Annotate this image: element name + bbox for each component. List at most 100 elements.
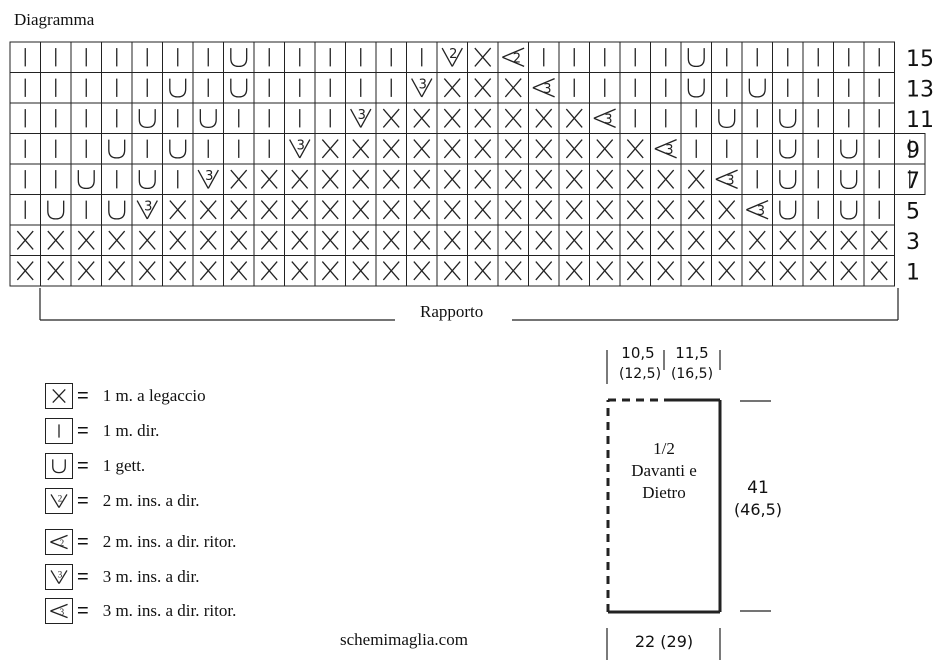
stitch-cell-I [345, 41, 377, 73]
legend-symbol-icon: 2 [45, 488, 73, 514]
stitch-cell-X [345, 133, 377, 165]
stitch-cell-X [375, 133, 407, 165]
stitch-cell-X [497, 224, 529, 256]
stitch-cell-I [9, 102, 41, 134]
stitch-cell-X [284, 163, 316, 195]
stitch-cell-X [436, 194, 468, 226]
stitch-cell-X [314, 255, 346, 287]
stitch-cell-X [436, 102, 468, 134]
stitch-cell-I [40, 72, 72, 104]
top-right-measure-alt: (16,5) [670, 366, 714, 382]
stitch-cell-X [680, 224, 712, 256]
piece-label-line1: 1/2 [653, 439, 675, 458]
legend-text: 3 m. ins. a dir. [102, 567, 200, 586]
stitch-cell-I [650, 72, 682, 104]
stitch-cell-I [711, 133, 743, 165]
legend-item: 3=3 m. ins. a dir. ritor. [45, 596, 236, 626]
stitch-cell-X [772, 224, 804, 256]
stitch-cell-X [406, 102, 438, 134]
stitch-cell-I [9, 194, 41, 226]
stitch-cell-X [528, 194, 560, 226]
stitch-cell-X [375, 102, 407, 134]
stitch-cell-I [589, 72, 621, 104]
stitch-cell-I [9, 41, 41, 73]
stitch-cell-I [619, 41, 651, 73]
stitch-cell-X [619, 133, 651, 165]
stitch-cell-X [375, 194, 407, 226]
stitch-cell-I [284, 72, 316, 104]
stitch-cell-U [101, 194, 133, 226]
legend-text: 2 m. ins. a dir. [102, 491, 200, 510]
stitch-cell-X [40, 255, 72, 287]
stitch-cell-X [711, 194, 743, 226]
stitch-cell-X [619, 255, 651, 287]
row-number: 5 [906, 199, 920, 224]
diagram-title: Diagramma [14, 10, 95, 29]
svg-text:3: 3 [58, 569, 63, 579]
stitch-cell-X [619, 194, 651, 226]
svg-text:3: 3 [604, 113, 612, 128]
stitch-cell-I [101, 163, 133, 195]
stitch-cell-X [162, 224, 194, 256]
stitch-cell-M: 3 [528, 72, 560, 104]
row-number: 11 [906, 108, 934, 133]
stitch-cell-X [253, 255, 285, 287]
stitch-cell-X [497, 194, 529, 226]
stitch-cell-X [223, 224, 255, 256]
garment-schematic [606, 350, 771, 660]
row-number: 3 [906, 230, 920, 255]
stitch-cell-X [253, 194, 285, 226]
stitch-cell-I [253, 72, 285, 104]
stitch-cell-I [833, 41, 865, 73]
stitch-cell-X [284, 224, 316, 256]
stitch-cell-I [70, 102, 102, 134]
stitch-cell-X [558, 194, 590, 226]
stitch-cell-X [680, 194, 712, 226]
stitch-cell-I [284, 102, 316, 134]
piece-label: 1/2 Davanti e Dietro [612, 438, 716, 504]
legend-symbol-icon [45, 453, 73, 479]
legend-equals: = [77, 599, 89, 622]
stitch-cell-X [345, 163, 377, 195]
stitch-cell-X [589, 133, 621, 165]
stitch-cell-X [589, 163, 621, 195]
stitch-cell-X [375, 224, 407, 256]
stitch-cell-X [436, 133, 468, 165]
legend-equals: = [77, 530, 89, 553]
stitch-cell-M: 3 [589, 102, 621, 134]
stitch-cell-I [741, 133, 773, 165]
stitch-cell-I [131, 133, 163, 165]
stitch-cell-U [833, 163, 865, 195]
stitch-cell-I [863, 41, 895, 73]
stitch-cell-X [406, 224, 438, 256]
stitch-cell-X [619, 163, 651, 195]
stitch-cell-I [192, 41, 224, 73]
stitch-cell-I [650, 41, 682, 73]
stitch-cell-V: 2 [436, 41, 468, 73]
stitch-cell-X [589, 255, 621, 287]
stitch-cell-X [589, 194, 621, 226]
legend-equals: = [77, 419, 89, 442]
stitch-cell-U [680, 72, 712, 104]
svg-text:3: 3 [757, 204, 765, 219]
svg-text:3: 3 [665, 143, 673, 158]
stitch-cell-X [497, 255, 529, 287]
stitch-cell-I [802, 194, 834, 226]
stitch-cell-I [711, 72, 743, 104]
legend-item: =1 m. dir. [45, 416, 159, 446]
legend-equals: = [77, 565, 89, 588]
stitch-cell-I [802, 41, 834, 73]
repeat-bracket [39, 288, 899, 321]
stitch-cell-X [40, 224, 72, 256]
stitch-cell-X [131, 255, 163, 287]
svg-text:3: 3 [358, 108, 366, 123]
svg-text:2: 2 [58, 493, 63, 503]
stitch-cell-I [802, 133, 834, 165]
stitch-cell-X [711, 224, 743, 256]
stitch-cell-I [802, 72, 834, 104]
stitch-cell-I [101, 41, 133, 73]
svg-text:3: 3 [419, 77, 427, 92]
legend-symbol-icon: 2 [45, 529, 73, 555]
svg-text:2: 2 [449, 47, 457, 62]
